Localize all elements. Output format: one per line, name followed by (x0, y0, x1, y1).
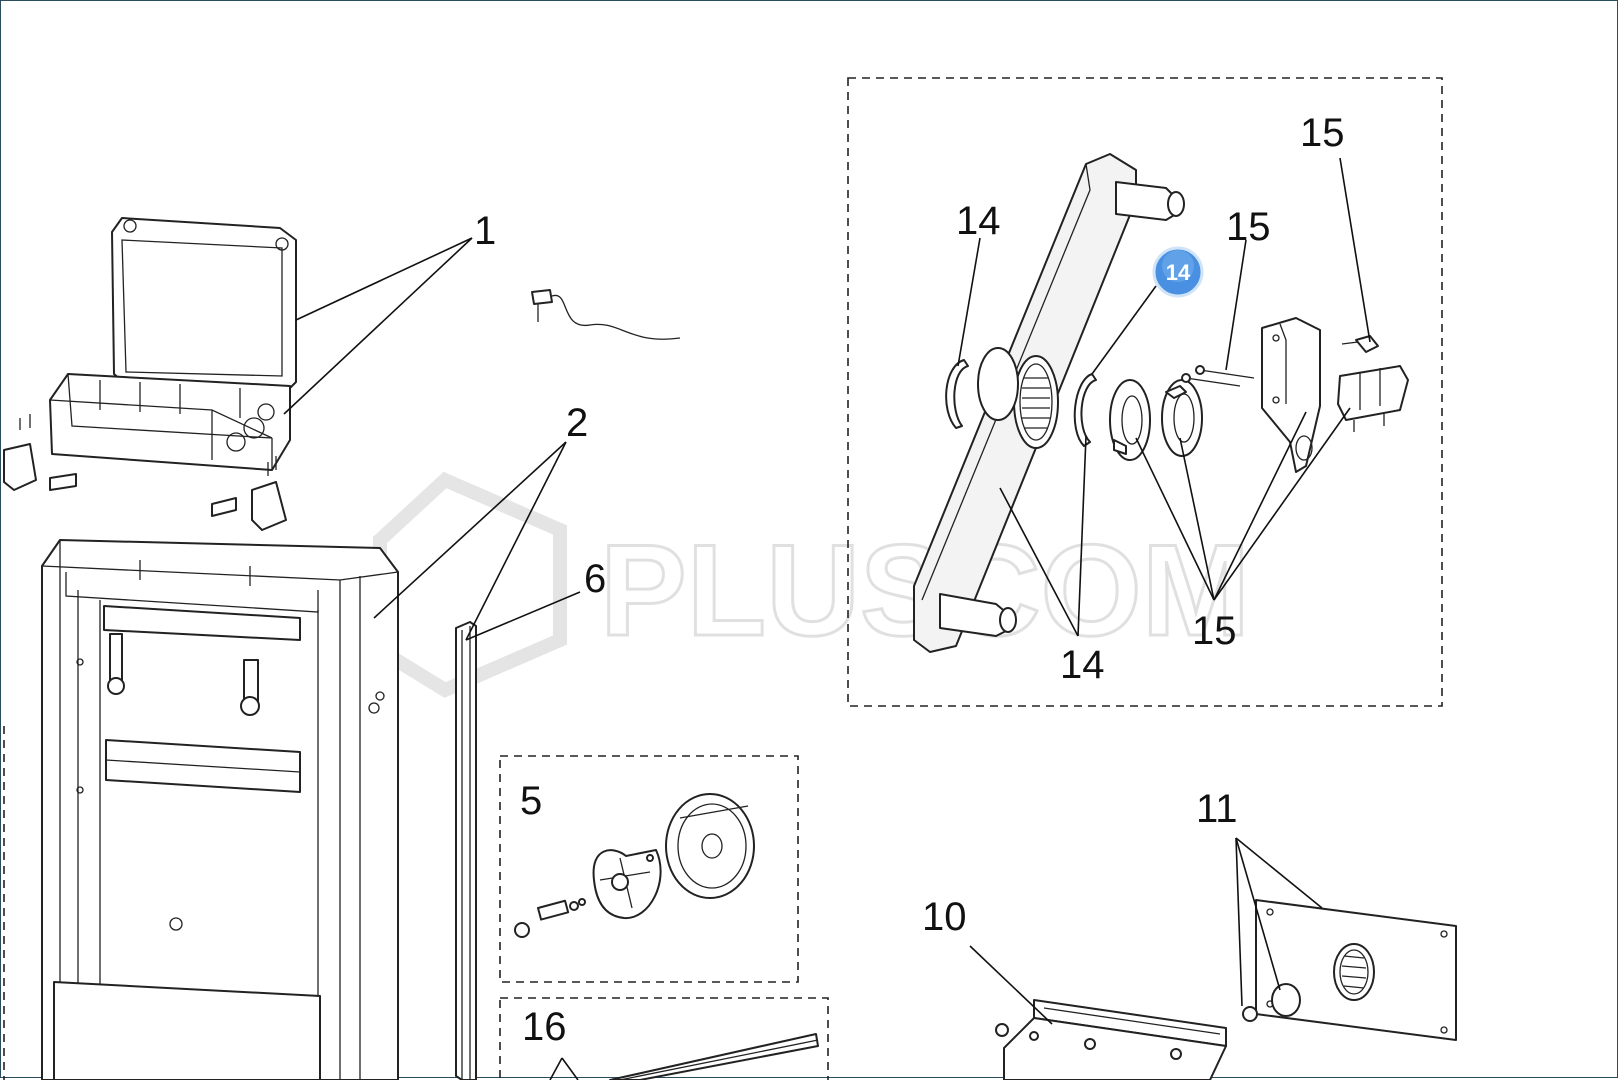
callout-labels: 1 2 6 5 16 10 11 14 14 15 15 15 (474, 111, 1345, 1049)
callout-14-bottom: 14 (1060, 643, 1105, 687)
watermark: PLUSCOM (373, 471, 1252, 698)
part-1-enclosure[interactable] (3, 217, 297, 531)
callout-5: 5 (520, 779, 542, 823)
callout-1: 1 (474, 209, 496, 253)
callout-6: 6 (584, 557, 606, 601)
callout-15-bottom: 15 (1192, 609, 1237, 653)
part-11-mounting-plate[interactable] (1242, 899, 1457, 1041)
callout-16: 16 (522, 1005, 567, 1049)
callout-2: 2 (566, 401, 588, 445)
leader-lines (283, 157, 1371, 1080)
callout-11: 11 (1196, 787, 1238, 831)
part-2-column[interactable] (41, 539, 399, 1080)
part-5-cam-disc[interactable] (514, 793, 755, 938)
part-15-cams-and-switch[interactable] (1109, 317, 1409, 473)
part-16-rail-assembly[interactable] (609, 1033, 819, 1080)
detail-box-5 (499, 755, 799, 983)
callout-10: 10 (922, 895, 967, 939)
highlight-badge-14[interactable]: 14 (1152, 246, 1204, 298)
callout-15-middle: 15 (1226, 205, 1271, 249)
part-14-lever-arm[interactable] (913, 153, 1185, 653)
part-10-bracket[interactable] (995, 999, 1227, 1080)
detail-box-14-15 (847, 77, 1443, 707)
callout-15-top-right: 15 (1300, 111, 1345, 155)
sensor-cable[interactable] (531, 289, 681, 340)
part-6-rail[interactable] (455, 621, 477, 1080)
detail-box-16 (499, 997, 829, 1080)
callout-14-top: 14 (956, 199, 1001, 243)
highlight-badge-label: 14 (1166, 260, 1191, 285)
